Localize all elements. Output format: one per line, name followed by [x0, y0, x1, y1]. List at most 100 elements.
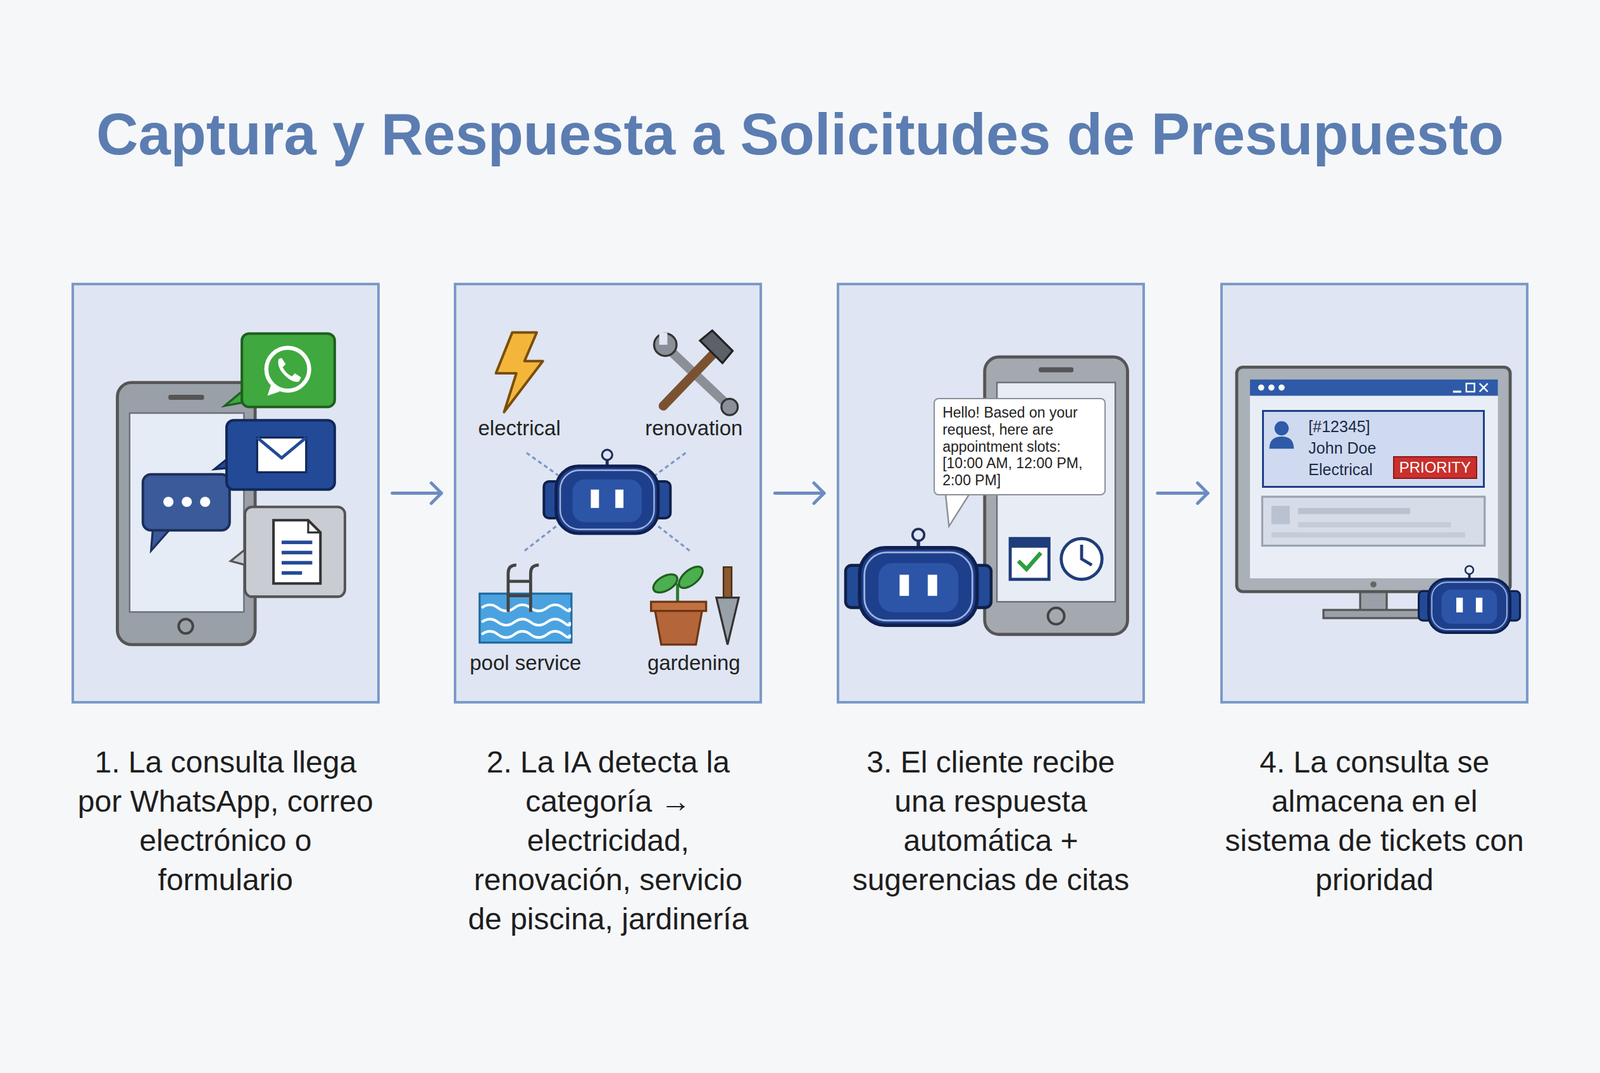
- tools-icon-part: [663, 353, 715, 407]
- gardening-icon-part: [655, 611, 702, 645]
- step-panel: 3. El cliente recibe una respuesta autom…: [836, 282, 1145, 705]
- panel-background: [71, 282, 1529, 705]
- chat-bubble-icon-part: [143, 474, 230, 532]
- panel-background-part: [836, 282, 1145, 705]
- calendar-icon: [1010, 538, 1049, 580]
- phone-icon-part: [1038, 367, 1074, 373]
- category-link-part: [524, 526, 557, 552]
- pool-icon-part: [481, 631, 570, 638]
- monitor-icon-part: [1323, 610, 1426, 619]
- gardening-icon-part: [650, 570, 681, 597]
- gardening-icon-part: [723, 567, 732, 598]
- email-icon-part: [256, 437, 306, 473]
- category-label: pool service: [469, 651, 582, 676]
- form-icon-part: [281, 571, 302, 576]
- whatsapp-icon-part: [266, 348, 310, 392]
- panel-background-part: [453, 282, 763, 705]
- pool-icon-part: [508, 580, 531, 584]
- arrow-shaft: [392, 491, 442, 495]
- monitor-icon-part: [1250, 379, 1499, 579]
- category-link-part: [655, 453, 686, 476]
- clock-icon-part: [1081, 544, 1092, 566]
- pool-icon-part: [481, 605, 570, 612]
- clock-icon: [1061, 538, 1102, 580]
- chat-bubble-icon: [143, 474, 230, 552]
- ai-robot: [1418, 565, 1521, 633]
- phone-icon-part: [1048, 608, 1065, 625]
- speech-bubble: Hello! Based on your request, here are a…: [933, 398, 1106, 497]
- monitor-icon-part: [1236, 367, 1511, 592]
- pool-icon: [479, 565, 572, 644]
- gardening-icon: [650, 562, 739, 645]
- ticket-card-part: [1274, 421, 1290, 437]
- calendar-icon-part: [1018, 553, 1041, 570]
- form-icon-part: [281, 551, 313, 556]
- form-icon-part: [308, 520, 321, 533]
- pool-icon-part: [508, 565, 517, 613]
- tools-icon-part: [700, 330, 733, 364]
- arrow-shaft: [774, 491, 825, 495]
- ticket-card: [1262, 410, 1485, 546]
- whatsapp-icon: [224, 333, 335, 407]
- step-caption: 2. La IA detecta la categoría → electric…: [456, 743, 761, 940]
- ticket-card-part: [1298, 508, 1411, 515]
- ticket-card-part: [1262, 496, 1485, 546]
- badge-text: PRIORITY: [1399, 458, 1471, 478]
- priority-badge: PRIORITY: [1393, 456, 1478, 480]
- step-caption: 3. El cliente recibe una respuesta autom…: [838, 743, 1143, 900]
- gardening-icon-part: [675, 562, 707, 592]
- whatsapp-icon-part: [241, 333, 335, 407]
- phone-icon-part: [168, 394, 204, 400]
- ticket-card-part: [1298, 522, 1452, 528]
- step-panel: 1. La consulta llega por WhatsApp, corre…: [71, 282, 380, 705]
- category-label: electrical: [478, 416, 561, 441]
- monitor-icon-part: [1268, 384, 1275, 392]
- pool-icon-part: [479, 593, 572, 643]
- clock-icon-part: [1061, 538, 1102, 580]
- flow-arrow: [774, 483, 825, 504]
- ticket-entry: [#12345]John DoeElectricalPRIORITY: [1262, 410, 1485, 488]
- pool-icon-part: [481, 619, 570, 626]
- step-caption: 4. La consulta se almacena en el sistema…: [1222, 743, 1527, 900]
- form-icon-part: [281, 561, 313, 566]
- arrow-head: [1197, 483, 1208, 504]
- form-icon-part: [244, 506, 345, 597]
- monitor-icon-part: [1479, 383, 1488, 392]
- email-icon-part: [226, 420, 335, 490]
- category-link-part: [658, 526, 690, 552]
- phone-icon-part: [178, 619, 194, 635]
- arrow-shaft: [1157, 491, 1208, 495]
- email-icon: [214, 420, 335, 490]
- pool-icon-part: [530, 565, 539, 613]
- category-label: gardening: [647, 651, 741, 676]
- panel-background-part: [71, 282, 380, 705]
- chat-bubble-icon-part: [163, 496, 174, 507]
- calendar-icon-part: [1010, 538, 1049, 549]
- tools-icon-part: [721, 398, 738, 416]
- ticket-card-part: [1271, 506, 1290, 525]
- whatsapp-icon-part: [267, 383, 280, 396]
- ai-robot: [845, 529, 992, 626]
- pool-icon-part: [508, 594, 531, 598]
- form-icon-part: [281, 540, 313, 545]
- lightning-icon: [496, 332, 544, 413]
- ai-robot: [543, 450, 671, 534]
- step-panel: 2. La IA detecta la categoría → electric…: [453, 282, 763, 705]
- category-label: renovation: [644, 416, 743, 441]
- arrow-head: [813, 483, 825, 504]
- gardening-icon-part: [716, 598, 739, 645]
- tools-icon: [653, 330, 738, 416]
- monitor-icon-part: [1250, 379, 1499, 397]
- chat-bubble-icon-part: [181, 496, 192, 507]
- monitor-icon-part: [1370, 581, 1377, 588]
- chat-bubble-icon-part: [200, 496, 211, 507]
- diagram-title: Captura y Respuesta a Solicitudes de Pre…: [0, 102, 1600, 167]
- ticket-card-part: [1271, 532, 1466, 538]
- arrow-head: [431, 483, 442, 504]
- bubble-text: Hello! Based on your request, here are a…: [942, 404, 1097, 490]
- flow-arrow: [1157, 483, 1208, 504]
- form-icon-part: [273, 520, 321, 584]
- monitor-icon-part: [1278, 384, 1285, 392]
- flow-arrow: [392, 483, 442, 504]
- ticket-field: [#12345]: [1308, 415, 1483, 438]
